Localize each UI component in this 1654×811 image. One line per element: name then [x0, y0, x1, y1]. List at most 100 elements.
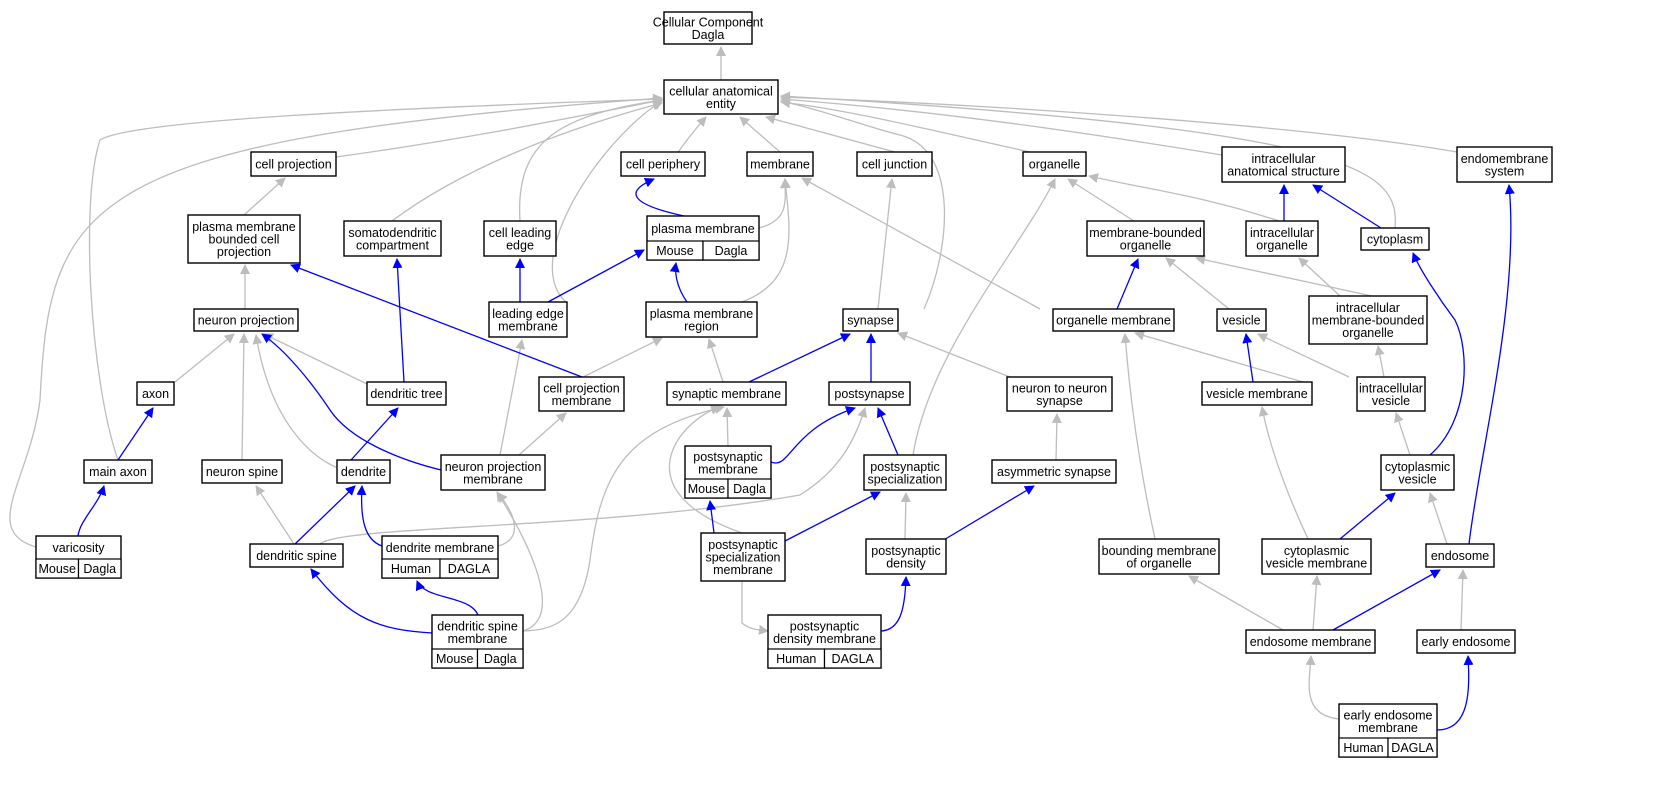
is-a-edge-24: [801, 177, 1041, 310]
annotation-species: Mouse: [35, 558, 80, 579]
part-of-edge-74: [350, 407, 399, 461]
svg-text:Human: Human: [776, 652, 816, 666]
go-term-vesmem[interactable]: vesicle membrane: [1201, 381, 1313, 406]
go-term-celljunction[interactable]: cell junction: [856, 151, 933, 177]
is-a-edge-11: [780, 98, 946, 310]
go-term-axon[interactable]: axon: [136, 381, 175, 406]
term-label: cell periphery: [626, 158, 701, 172]
is-a-edge-19: [263, 333, 368, 385]
go-term-asymsyn[interactable]: asymmetric synapse: [991, 459, 1117, 484]
is-a-edge-40: [912, 178, 1056, 456]
term-label: neuron projection: [198, 314, 295, 328]
go-term-endosome[interactable]: endosome: [1425, 543, 1495, 568]
is-a-edge-1: [335, 96, 663, 158]
go-term-nspine[interactable]: neuron spine: [201, 459, 283, 484]
go-term-postsyn[interactable]: postsynapse: [828, 381, 911, 406]
go-term-vesicle[interactable]: vesicle: [1216, 308, 1267, 332]
go-term-membrane[interactable]: membrane: [746, 151, 814, 177]
is-a-edge-9: [519, 96, 663, 222]
go-term-cytoplasm[interactable]: cytoplasm: [1360, 227, 1430, 251]
term-box: [1308, 295, 1428, 345]
term-box: [1416, 629, 1516, 654]
is-a-edge-33: [1165, 257, 1230, 310]
is-a-edge-46: [1188, 575, 1284, 631]
go-term-earlyendo[interactable]: early endosome: [1416, 629, 1516, 654]
term-box: [1356, 376, 1426, 412]
is-a-edge-25: [582, 337, 663, 378]
is-a-edge-13: [9, 93, 663, 548]
part-of-edge-63: [1312, 184, 1382, 229]
svg-text:Mouse: Mouse: [656, 244, 694, 258]
term-box: [865, 538, 947, 575]
is-a-edge-26: [707, 338, 724, 383]
annotation-species: Mouse: [684, 478, 729, 499]
go-term-organelle[interactable]: organelle: [1022, 151, 1087, 177]
term-box: [1086, 220, 1205, 257]
go-term-cellproj[interactable]: cell projection: [250, 151, 337, 177]
is-a-edge-55: [497, 492, 515, 547]
term-box: [645, 301, 758, 338]
term-label: main axon: [89, 465, 147, 479]
is-a-edge-34: [1195, 255, 1373, 297]
go-term-orgmem[interactable]: organelle membrane: [1052, 308, 1175, 332]
go-term-dspine[interactable]: dendritic spine: [249, 543, 344, 568]
go-term-cellperiph[interactable]: cell periphery: [620, 151, 706, 177]
part-of-edge-86: [936, 485, 1035, 545]
term-box: [488, 301, 568, 338]
part-of-edge-75: [261, 333, 442, 471]
is-a-edge-6: [780, 94, 1223, 156]
is-a-edge-29: [877, 178, 897, 310]
part-of-edge-69: [1242, 333, 1254, 383]
annotation-gene: Dagla: [702, 240, 760, 261]
part-of-edge-82: [770, 406, 856, 464]
go-term-neuronproj[interactable]: neuron projection: [193, 308, 299, 332]
go-term-synmem[interactable]: synaptic membrane: [666, 381, 787, 406]
go-term-synapse[interactable]: synapse: [842, 308, 899, 332]
is-a-edge-54: [496, 491, 544, 632]
go-term-endomem[interactable]: endosome membrane: [1245, 629, 1376, 654]
annotation-gene: DAGLA: [439, 558, 499, 579]
go-term-dendrite[interactable]: dendrite: [336, 459, 391, 484]
go-term-dendtree[interactable]: dendritic tree: [366, 381, 447, 406]
part-of-edge-72: [392, 258, 405, 383]
term-box: [1216, 308, 1267, 332]
term-label: synaptic membrane: [672, 387, 781, 401]
go-term-mainaxon[interactable]: main axon: [83, 459, 153, 484]
